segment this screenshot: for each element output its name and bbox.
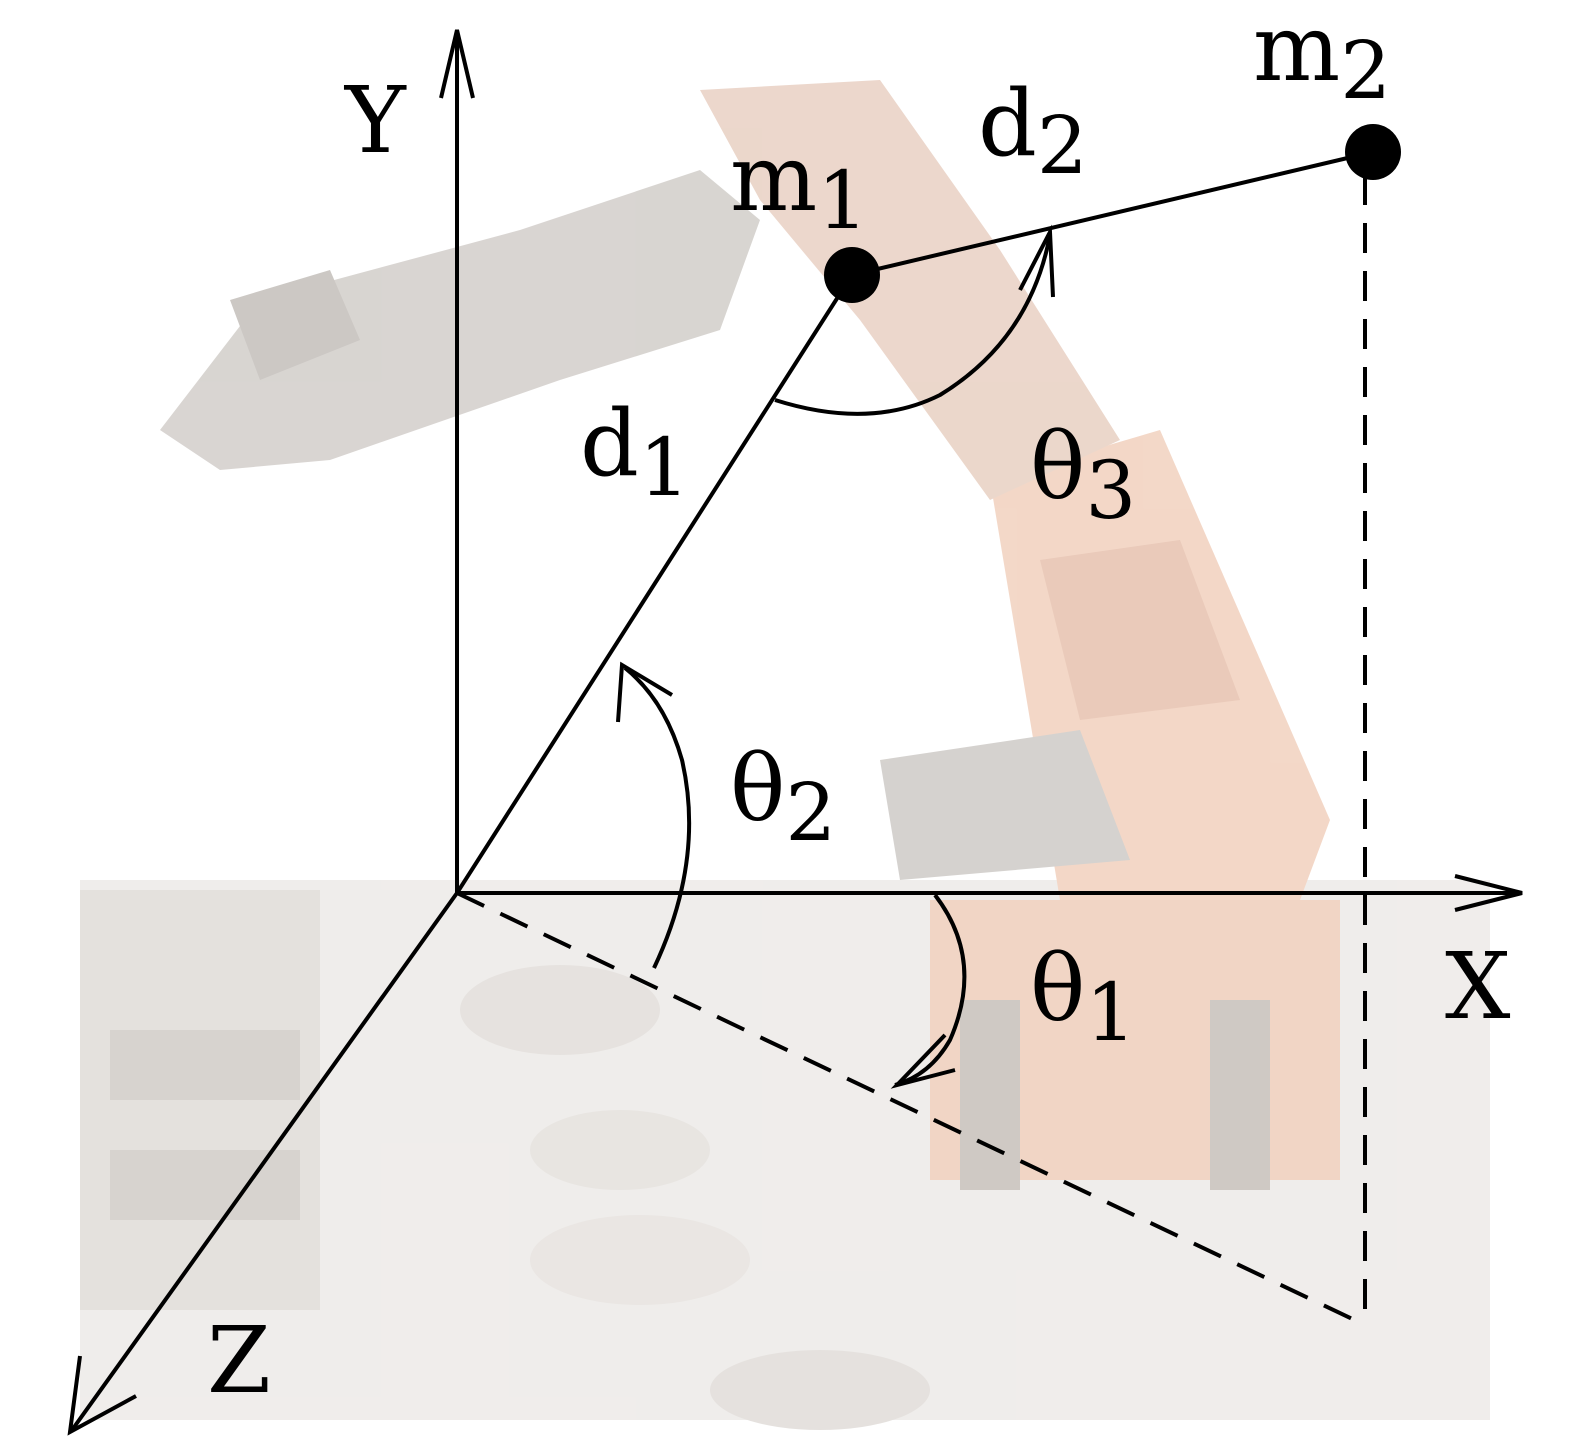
m1-label-sub: 1 [817, 154, 868, 247]
angle-arcs [616, 224, 1055, 1089]
theta2-arc [623, 666, 692, 969]
link-d1 [455, 273, 854, 895]
theta2-label-sub: 2 [785, 766, 836, 859]
robot-links [455, 150, 1374, 895]
theta3-label: θ3 [1030, 413, 1136, 537]
z-axis-line [70, 891, 459, 1432]
photo-left-machine-slot [110, 1150, 300, 1220]
z-axis-label: Z [207, 1307, 271, 1414]
theta1-label-base: θ [1030, 935, 1085, 1042]
m1-label: m1 [730, 125, 868, 247]
photo-robot-upper-arm [700, 80, 1120, 500]
theta2-label-base: θ [730, 735, 785, 842]
m2-label: m2 [1253, 0, 1391, 117]
m2-label-sub: 2 [1340, 24, 1391, 117]
theta3-label-base: θ [1030, 413, 1085, 520]
theta1-label-sub: 1 [1085, 966, 1136, 1059]
theta1-arc [894, 893, 967, 1087]
projection-lines [456, 175, 1367, 1327]
photo-spool [460, 965, 660, 1055]
y-axis-label: Y [343, 67, 407, 174]
photo-robot-forearm [160, 170, 760, 470]
theta3-label-sub: 3 [1085, 444, 1136, 537]
photo-robot-column-shadow [1040, 540, 1240, 720]
theta2-label: θ2 [730, 735, 836, 859]
photo-left-machine-slot [110, 1030, 300, 1100]
z-axis-arrowhead [67, 1355, 137, 1436]
photo-spool [530, 1215, 750, 1305]
link-d2 [851, 150, 1374, 277]
x-axis-arrowhead [1454, 874, 1523, 912]
photo-robot-leg [1210, 1000, 1270, 1190]
ground-projection-dashed-line [456, 891, 1366, 1327]
photo-robot-gripper [230, 270, 360, 380]
photo-spool [530, 1110, 710, 1190]
labels: Y X Z m1 m2 d2 d1 θ3 θ2 θ1 [207, 0, 1511, 1414]
m1-label-base: m [730, 125, 817, 232]
theta3-arc [774, 234, 1052, 416]
photo-robot-tool [880, 730, 1130, 880]
mass-points [824, 124, 1401, 303]
photo-spool [710, 1350, 930, 1430]
theta1-arrowhead [890, 1033, 956, 1089]
coordinate-axes [67, 29, 1523, 1436]
theta3-arrowhead [1018, 224, 1055, 298]
mass-m2-point [1345, 124, 1401, 180]
photo-robot-leg [960, 1000, 1020, 1190]
x-axis-label: X [1445, 933, 1511, 1040]
robot-arm-photo-background [80, 80, 1490, 1430]
m2-label-base: m [1253, 0, 1340, 102]
d2-label-sub: 2 [1037, 99, 1088, 192]
d1-label: d1 [580, 390, 690, 514]
d2-label-base: d [978, 70, 1037, 177]
theta1-label: θ1 [1030, 935, 1136, 1059]
d1-label-base: d [580, 390, 639, 497]
d1-label-sub: 1 [639, 421, 690, 514]
y-axis-arrowhead [439, 29, 475, 99]
theta2-arrowhead [616, 661, 674, 723]
mass-m1-point [824, 247, 880, 303]
d2-label: d2 [978, 70, 1088, 192]
